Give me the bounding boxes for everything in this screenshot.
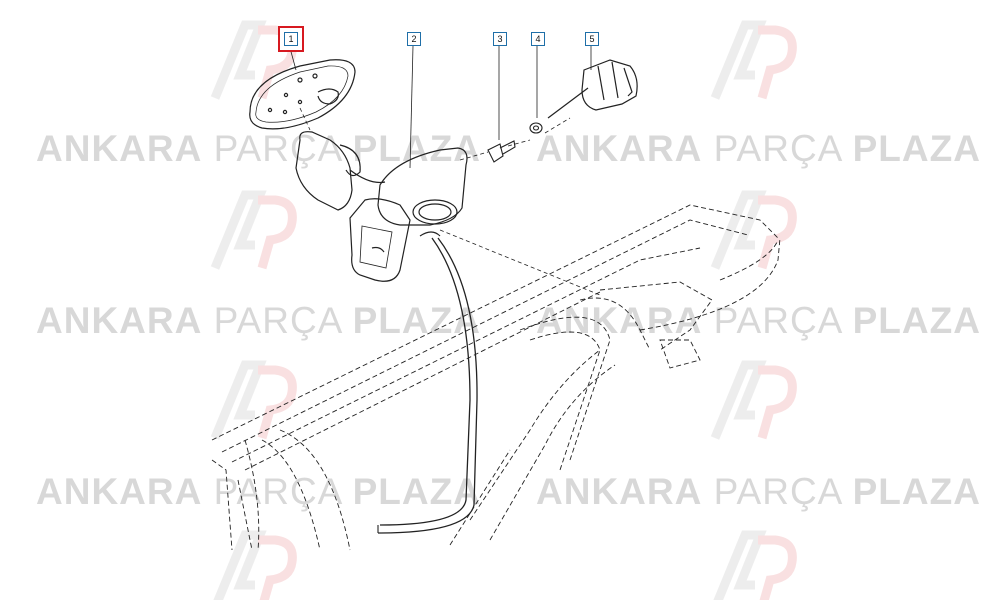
vehicle-body-outline bbox=[211, 204, 781, 551]
washer bbox=[529, 122, 543, 134]
watermark-word-2: PARÇA bbox=[713, 128, 842, 169]
watermark-word-3: PLAZA bbox=[852, 128, 981, 169]
ap-logo-icon bbox=[210, 190, 300, 270]
callout-5[interactable]: 5 bbox=[585, 32, 599, 46]
ap-logo-icon bbox=[210, 360, 300, 440]
drain-hose-inner bbox=[377, 237, 478, 534]
watermark-word-1: ANKARA bbox=[36, 300, 203, 341]
watermark-text: ANKARA PARÇA PLAZA bbox=[36, 302, 481, 339]
drain-hose bbox=[379, 237, 471, 526]
assembly-guide-lines bbox=[299, 107, 601, 296]
fuel-door-actuator bbox=[547, 59, 638, 119]
watermark-word-3: PLAZA bbox=[852, 300, 981, 341]
watermark-word-1: ANKARA bbox=[536, 128, 703, 169]
watermark-word-1: ANKARA bbox=[536, 300, 703, 341]
ap-logo-icon bbox=[710, 20, 800, 100]
ap-logo-icon bbox=[210, 20, 300, 100]
watermark-word-3: PLAZA bbox=[352, 300, 481, 341]
callout-3[interactable]: 3 bbox=[493, 32, 507, 46]
watermark-word-2: PARÇA bbox=[213, 300, 342, 341]
ap-logo-icon bbox=[210, 530, 300, 600]
ap-logo-icon bbox=[710, 530, 800, 600]
callout-2[interactable]: 2 bbox=[407, 32, 421, 46]
watermark-word-3: PLAZA bbox=[352, 471, 481, 512]
watermark-word-1: ANKARA bbox=[36, 471, 203, 512]
ap-logo-icon bbox=[710, 360, 800, 440]
watermark-word-2: PARÇA bbox=[713, 471, 842, 512]
callout-4[interactable]: 4 bbox=[531, 32, 545, 46]
watermark-text: ANKARA PARÇA PLAZA bbox=[536, 302, 981, 339]
watermark-word-1: ANKARA bbox=[536, 471, 703, 512]
callout-1[interactable]: 1 bbox=[284, 32, 298, 46]
screw bbox=[487, 140, 516, 163]
watermark-word-2: PARÇA bbox=[213, 128, 342, 169]
callout-leaders bbox=[289, 45, 592, 169]
watermark-text: ANKARA PARÇA PLAZA bbox=[536, 473, 981, 510]
watermark-text: ANKARA PARÇA PLAZA bbox=[36, 473, 481, 510]
ap-logo-icon bbox=[710, 190, 800, 270]
watermark-text: ANKARA PARÇA PLAZA bbox=[536, 130, 981, 167]
watermark-word-2: PARÇA bbox=[213, 471, 342, 512]
fuel-filler-housing bbox=[295, 131, 468, 282]
fuel-flap-cover bbox=[249, 59, 356, 130]
watermark-word-1: ANKARA bbox=[36, 128, 203, 169]
watermark-word-2: PARÇA bbox=[713, 300, 842, 341]
watermark-word-3: PLAZA bbox=[852, 471, 981, 512]
